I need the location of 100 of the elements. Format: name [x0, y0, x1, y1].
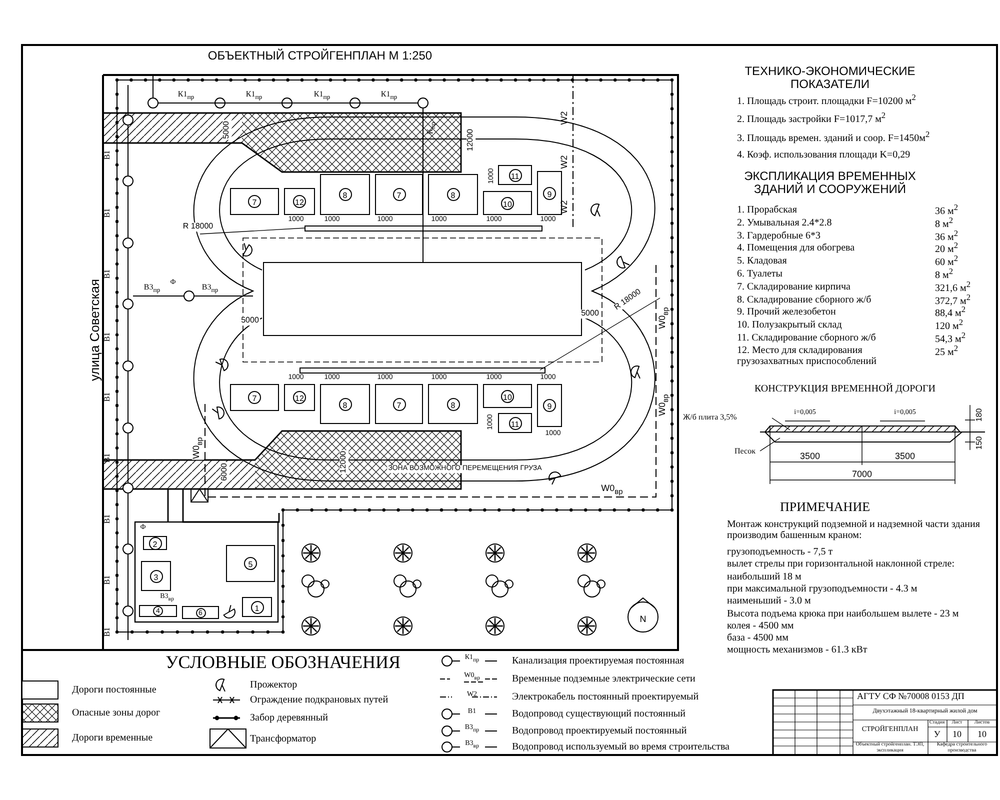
table-text: 321,6 м$^{2}$: [935, 280, 970, 294]
table-text: 8 м$^{2}$: [935, 216, 953, 230]
pipe-label: В1: [104, 627, 112, 637]
legend-text: Водопровод используемый во время строительства: [512, 742, 730, 752]
title-block-text: 10: [952, 730, 962, 740]
storage-area: [498, 165, 532, 185]
storage-area: [230, 384, 279, 411]
pipe-label: В3$_{пр}$: [202, 284, 218, 294]
dimension-label: 150: [976, 436, 984, 450]
storage-area: [428, 384, 478, 424]
table-text: 8. Складирование сборного ж/б: [737, 294, 872, 306]
note-text: база - 4500 мм: [727, 632, 788, 644]
storage-area: [320, 174, 370, 215]
callout-number: 7: [392, 398, 406, 410]
storage-area: [284, 188, 315, 215]
table-text: 372,7 м$^{2}$: [935, 292, 970, 307]
storage-area: [498, 413, 532, 433]
legend-text: Водопровод существующий постоянный: [512, 708, 686, 720]
building-outline: [263, 262, 582, 336]
storage-area: [483, 384, 532, 408]
temporary-building: [226, 545, 275, 582]
callout-number: 8: [446, 398, 460, 410]
indicator-text: 4. Коэф. использования площади K=0,29: [737, 150, 910, 160]
table-text: 3. Гардеробные 6*3: [737, 230, 820, 242]
dimension-label: 3500: [800, 452, 820, 462]
note-text: мощность механизмов - 61.3 кВт: [727, 644, 868, 656]
section-heading: ЭКСПЛИКАЦИЯ ВРЕМЕННЫХ ЗДАНИЙ И СООРУЖЕНИЙ: [743, 170, 917, 196]
storage-area: [230, 188, 279, 215]
legend-text: Ограждение подкрановых путей: [250, 694, 388, 706]
storage-area: [375, 174, 423, 215]
dimension-label: 180: [976, 408, 984, 422]
legend-text: Забор деревянный: [250, 712, 328, 724]
legend-text: Водопровод проектируемый постоянный: [512, 726, 687, 736]
temporary-building: [182, 606, 219, 619]
north-label: N: [640, 615, 646, 625]
dimension-label: R 18000: [182, 222, 214, 232]
dimension-label: 5000: [240, 316, 260, 326]
storage-area: [320, 384, 370, 424]
callout-number: 11: [508, 168, 522, 182]
storage-area: [537, 384, 562, 427]
dimension-label: 5000: [222, 120, 232, 140]
callout-number: 12: [293, 195, 306, 208]
callout-number: 9: [543, 186, 556, 200]
legend-text: Канализация проектируемая постоянная: [512, 656, 684, 666]
note-text: грузоподъемность - 7,5 т: [727, 546, 833, 558]
section-heading: УСЛОВНЫЕ ОБОЗНАЧЕНИЯ: [166, 653, 400, 673]
table-text: 1. Прорабская: [737, 204, 797, 216]
callout-number: 12: [293, 391, 306, 404]
pipe-label: W0$_{вр}$: [601, 484, 623, 496]
note-text: Монтаж конструкций подземной и надземной части здания производим башенным краном:: [727, 519, 981, 541]
pipe-label: В1: [104, 150, 112, 160]
callout-number: 8: [338, 398, 352, 410]
legend-text: Временные подземные электрические сети: [512, 674, 696, 684]
callout-number: 11: [508, 416, 522, 430]
legend-text: Опасные зоны дорог: [72, 708, 160, 718]
table-text: 88,4 м$^{2}$: [935, 305, 966, 320]
note-text: Высота подъема крюка при наибольшем вылете - 23 м: [727, 608, 959, 619]
note-text: колея - 4500 мм: [727, 620, 794, 632]
pipe-label: В3$_{пр}$: [144, 284, 160, 294]
dimension-label: 3500: [894, 452, 916, 462]
table-text: 10. Полузакрытый склад: [737, 320, 842, 331]
pipe-label: К1$_{пр}$: [314, 90, 330, 102]
table-text: 5. Кладовая: [737, 256, 787, 267]
pipe-label: В1: [104, 332, 112, 342]
temporary-building: [143, 536, 167, 550]
table-text: 25 м$^{2}$: [935, 344, 958, 358]
indicator-text: 2. Площадь застройки F=1017,7 м$^{2}$: [737, 110, 886, 126]
pipe-label: В1: [104, 514, 112, 524]
table-text: 9. Прочий железобетон: [737, 306, 836, 318]
section-heading: ТЕХНИКО-ЭКОНОМИЧЕСКИЕ ПОКАЗАТЕЛИ: [744, 64, 916, 92]
callout-number: 9: [543, 399, 556, 412]
dimension-label: 12000: [340, 450, 348, 474]
table-text: 6. Туалеты: [737, 268, 783, 280]
pipe-label: В1: [104, 392, 112, 402]
note-text: наименьший - 3.0 м: [727, 596, 811, 607]
pipe-label: К1$_{пр}$: [380, 90, 398, 102]
table-text: 7. Складирование кирпича: [737, 281, 850, 292]
callout-text: Песок: [734, 448, 756, 456]
callout-text: Ж/б плита 3,5%: [683, 414, 737, 422]
pipe-label: В1: [104, 575, 112, 585]
note-text: вылет стрелы при горизонтальной наклонной стреле:: [727, 558, 955, 570]
storage-area: [537, 171, 562, 215]
callout-number: 7: [248, 391, 261, 404]
pipe-label: В1: [104, 208, 112, 218]
callout-number: 3: [150, 570, 162, 582]
section-heading: КОНСТРУКЦИЯ ВРЕМЕННОЙ ДОРОГИ: [754, 384, 936, 394]
callout-number: 1: [250, 600, 264, 614]
note-text: наибольший 18 м: [727, 571, 802, 582]
indicator-text: 1. Площадь строит. площадки F=10200 м$^{2}$: [737, 92, 916, 108]
plan-title: ОБЪЕКТНЫЙ СТРОЙГЕНПЛАН М 1:250: [208, 49, 432, 63]
section-heading: ПРИМЕЧАНИЕ: [780, 500, 870, 514]
callout-number: 10: [501, 390, 514, 402]
street-name: улица Советская: [88, 278, 102, 382]
storage-area: [375, 384, 423, 424]
table-text: 11. Складирование сборного ж/б: [737, 332, 876, 344]
storage-area: [428, 174, 478, 215]
title-block-text: У: [934, 730, 940, 740]
indicator-text: 3. Площадь времен. зданий и соор. F=1450м$^{2}$: [737, 130, 930, 144]
title-block-text: АГТУ СФ №70008 0153 ДП: [857, 692, 964, 702]
legend-text: Трансформатор: [250, 734, 316, 744]
